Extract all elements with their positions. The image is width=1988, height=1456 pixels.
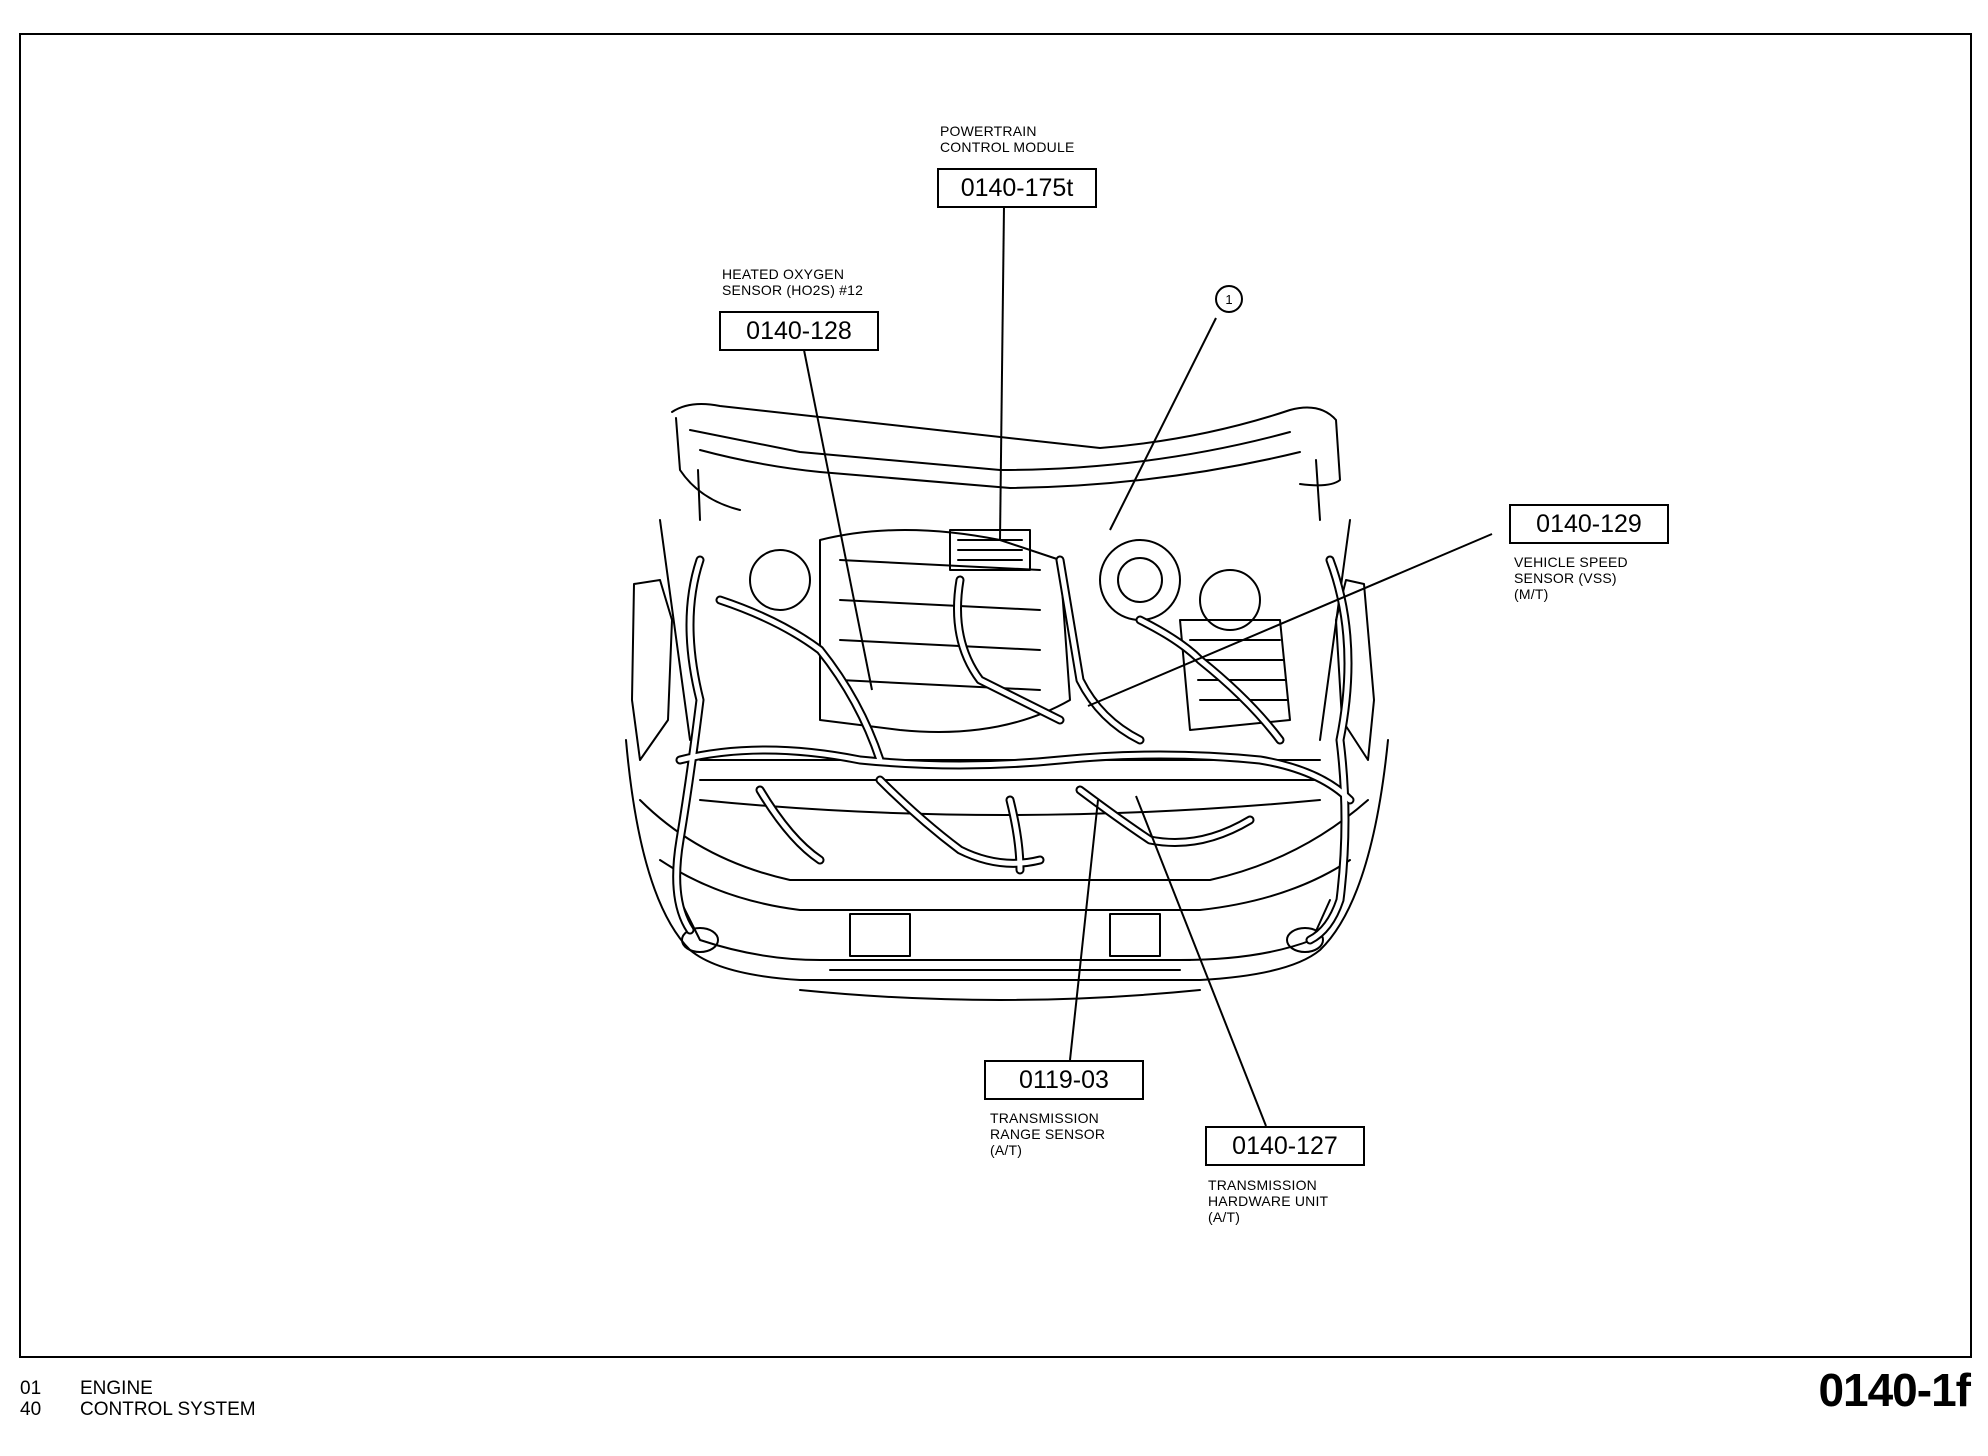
battery [1179,619,1291,731]
leader-ho2s [803,349,873,691]
grille [849,913,1161,957]
page-code: 0140-1f [1818,1364,1971,1416]
thu-label: TRANSMISSION HARDWARE UNIT (A/T) [1208,1177,1329,1225]
leader-vss [1087,533,1493,707]
footer-line2-text: CONTROL SYSTEM [80,1399,256,1420]
trs-code-box: 0119-03 [984,1060,1144,1100]
leader-thu [1135,795,1267,1127]
left-fender [631,579,673,761]
engine-block [819,529,1071,733]
vss-code-box: 0140-129 [1509,504,1669,544]
brake-booster [1099,539,1181,621]
vss-label: VEHICLE SPEED SENSOR (VSS) (M/T) [1514,554,1628,602]
pcm-code-box: 0140-175t [937,168,1097,208]
footer-line2-number: 40 [20,1399,42,1420]
right-fog-lamp [1286,927,1324,953]
footer-line1-text: ENGINE [80,1378,153,1399]
leader-marker-1 [1109,317,1217,531]
drawing-frame [19,33,1972,1358]
front-bumper [625,739,1389,981]
thu-code-box: 0140-127 [1205,1126,1365,1166]
pcm-module [949,529,1031,571]
marker-number: 1 [1225,292,1232,307]
trs-label: TRANSMISSION RANGE SENSOR (A/T) [990,1110,1106,1158]
hood-outline [671,403,1341,487]
ho2s-label: HEATED OXYGEN SENSOR (HO2S) #12 [722,266,864,298]
leader-pcm [999,205,1005,541]
footer-line1-number: 01 [20,1378,42,1399]
ho2s-code-box: 0140-128 [719,311,879,351]
left-fog-lamp [681,927,719,953]
leader-trs [1069,799,1099,1061]
marker-circle [1215,285,1243,313]
pcm-label: POWERTRAIN CONTROL MODULE [940,123,1075,155]
